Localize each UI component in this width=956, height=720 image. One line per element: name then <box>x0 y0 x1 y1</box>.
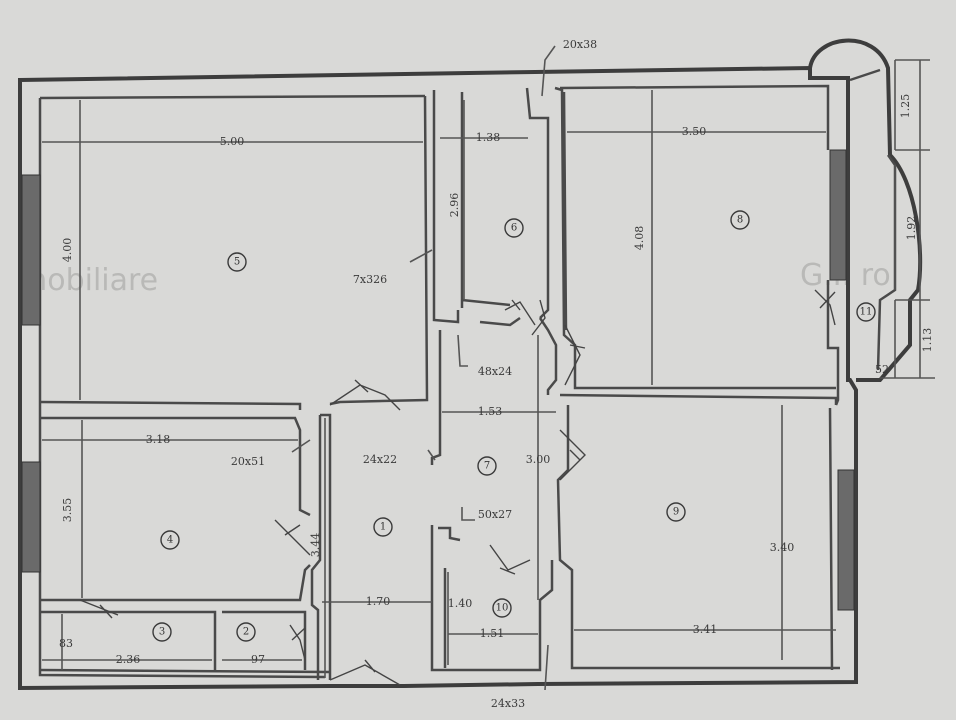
room23-walls <box>39 610 331 674</box>
svg-text:9: 9 <box>673 507 679 518</box>
svg-text:11: 11 <box>860 307 873 318</box>
opening-room5: 7x326 <box>353 273 387 286</box>
dim-hall-width: 1.53 <box>478 405 503 418</box>
room10-walls <box>430 525 554 672</box>
dim-room3-width: 2.36 <box>116 653 141 666</box>
room-marker-7: 7 <box>477 456 497 476</box>
opening-bottom: 24x33 <box>491 697 525 710</box>
dim-room6-width: 1.38 <box>476 131 501 144</box>
room-marker-9: 9 <box>666 502 686 522</box>
svg-text:8: 8 <box>737 215 743 226</box>
dim-balcony-top: 1.25 <box>899 94 912 119</box>
watermark-left: mobiliare <box>18 263 158 298</box>
dim-balcony-bottom: 1.13 <box>921 328 934 353</box>
hall-walls <box>430 316 838 465</box>
svg-text:5: 5 <box>234 257 240 268</box>
room-marker-4: 4 <box>160 530 180 550</box>
outer-wall <box>18 65 858 691</box>
room-marker-11: 11 <box>856 302 876 322</box>
window-room4 <box>21 461 41 573</box>
dim-room4-width: 3.18 <box>146 433 171 446</box>
opening-room10: 50x27 <box>478 508 512 521</box>
door-swings <box>79 289 836 686</box>
svg-text:3: 3 <box>159 627 165 638</box>
dim-hall-height: 3.00 <box>526 453 551 466</box>
svg-text:7: 7 <box>484 461 490 472</box>
room8-walls <box>554 86 836 390</box>
dim-room8-width: 3.50 <box>682 125 707 138</box>
opening-hall-top: 48x24 <box>478 365 512 378</box>
svg-text:2: 2 <box>243 627 249 638</box>
room-marker-1: 1 <box>373 517 393 537</box>
svg-text:10: 10 <box>496 603 509 614</box>
window-room8 <box>829 149 847 281</box>
dim-balcony-mid: 1.92 <box>905 216 918 241</box>
svg-text:4: 4 <box>167 535 173 546</box>
room6-walls <box>432 87 550 324</box>
dim-room1-height: 3.44 <box>309 533 322 558</box>
dim-room5-width: 5.00 <box>220 135 245 148</box>
dim-room1-width: 1.70 <box>366 595 391 608</box>
dim-room9-width: 3.41 <box>693 623 718 636</box>
room5-walls <box>39 95 429 410</box>
room4-walls <box>40 416 311 602</box>
dim-balcony-offset: 52 <box>875 363 889 376</box>
dim-room5-height: 4.00 <box>61 238 74 263</box>
room-marker-6: 6 <box>504 218 524 238</box>
dimension-lines <box>42 45 935 691</box>
room-marker-3: 3 <box>152 622 172 642</box>
window-room9 <box>837 469 855 611</box>
room-marker-5: 5 <box>227 252 247 272</box>
svg-text:1: 1 <box>380 522 386 533</box>
inner-outer-wall <box>38 84 840 679</box>
room-marker-2: 2 <box>236 622 256 642</box>
svg-text:6: 6 <box>511 223 517 234</box>
dim-room10-width: 1.51 <box>480 627 505 640</box>
dim-room8-height: 4.08 <box>633 226 646 251</box>
dim-room6-height: 2.96 <box>448 193 461 218</box>
dim-room3-depth: 83 <box>59 637 73 650</box>
room-marker-8: 8 <box>730 210 750 230</box>
window-room5 <box>21 174 41 326</box>
dim-room10-height: 1.40 <box>448 597 473 610</box>
opening-room4: 20x51 <box>231 455 265 468</box>
opening-top: 20x38 <box>563 38 597 51</box>
room9-walls <box>556 405 840 671</box>
balcony-wall <box>808 38 923 382</box>
room1-walls <box>310 413 332 680</box>
dim-room4-height: 3.55 <box>61 498 74 523</box>
dim-room2-width: 97 <box>251 653 265 666</box>
opening-room1: 24x22 <box>363 453 397 466</box>
room-marker-10: 10 <box>492 598 512 618</box>
dim-room9-height: 3.40 <box>770 541 795 554</box>
